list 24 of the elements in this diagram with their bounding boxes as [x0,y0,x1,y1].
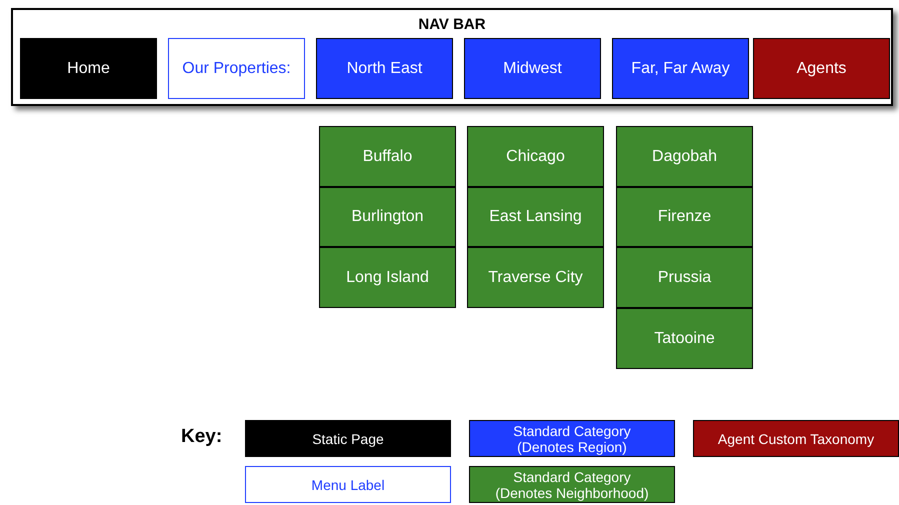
nav-bar-panel [11,8,893,106]
menu-item: Far, Far Away [612,38,749,99]
menu-item: Home [20,38,157,99]
legend-swatch: Static Page [245,420,451,457]
legend-swatch: Standard Category (Denotes Region) [469,420,675,457]
menu-item: Midwest [464,38,601,99]
nav-bar-title: NAV BAR [417,15,487,35]
legend-swatch: Menu Label [245,466,451,503]
menu-item: Agents [753,38,890,99]
submenu-item: Tatooine [616,308,753,369]
submenu-item: Firenze [616,187,753,247]
submenu-item: Long Island [319,247,456,308]
menu-item: North East [316,38,453,99]
menu-label: Our Properties: [168,38,305,99]
submenu-item: Traverse City [467,247,604,308]
key-heading: Key: [181,425,222,449]
submenu-item: East Lansing [467,187,604,247]
submenu-item: Chicago [467,126,604,187]
submenu-item: Dagobah [616,126,753,187]
submenu-item: Buffalo [319,126,456,187]
submenu-item: Prussia [616,247,753,308]
submenu-item: Burlington [319,187,456,247]
legend-swatch: Standard Category (Denotes Neighborhood) [469,466,675,503]
legend-swatch: Agent Custom Taxonomy [693,420,899,457]
